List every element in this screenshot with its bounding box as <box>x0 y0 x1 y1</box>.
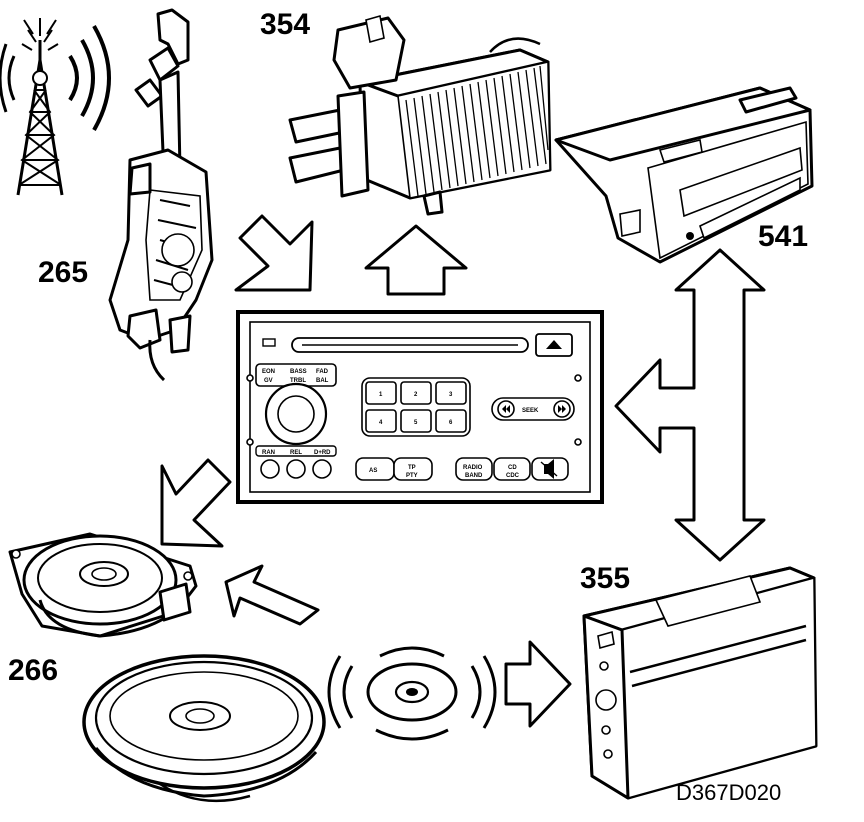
rel-label: REL <box>290 450 302 456</box>
cd-changer-icon <box>582 566 818 800</box>
antenna-tower-icon <box>0 18 111 196</box>
speaker-icon <box>8 532 198 638</box>
gv-lower-label: GV <box>264 378 273 384</box>
oval-speaker-icon <box>82 654 326 803</box>
info-display-icon <box>554 86 814 264</box>
label-541: 541 <box>758 220 808 253</box>
fad-upper-label: FAD <box>316 369 329 375</box>
band-label: BAND <box>465 473 483 479</box>
label-355: 355 <box>580 562 630 595</box>
preset-5-label: 5 <box>414 420 418 426</box>
bass-upper-label: BASS <box>290 369 307 375</box>
cdc-label: CDC <box>506 473 520 479</box>
drawing-code: D367D020 <box>676 780 781 805</box>
trbl-lower-label: TRBL <box>290 378 306 384</box>
seek-label: SEEK <box>522 408 539 414</box>
pty-label: PTY <box>406 473 418 479</box>
ran-label: RAN <box>262 450 275 456</box>
cd-label: CD <box>508 465 517 471</box>
cd-disc-icon <box>327 646 497 741</box>
radio-cd-unit-icon: EON GV BASS TRBL FAD BAL RAN REL D+RD 1 … <box>236 310 604 504</box>
bal-lower-label: BAL <box>316 378 329 384</box>
preset-4-label: 4 <box>379 420 383 426</box>
arrow-icon <box>160 214 766 728</box>
gv-upper-label: EON <box>262 369 275 375</box>
preset-3-label: 3 <box>449 392 453 398</box>
label-265: 265 <box>38 256 88 289</box>
preset-6-label: 6 <box>449 420 453 426</box>
preset-1-label: 1 <box>379 392 383 398</box>
radio-label: RADIO <box>463 465 483 471</box>
telescopic-antenna-icon <box>108 8 214 382</box>
label-354: 354 <box>260 8 310 41</box>
preset-2-label: 2 <box>414 392 418 398</box>
label-266: 266 <box>8 654 58 687</box>
as-label: AS <box>369 468 377 474</box>
tp-label: TP <box>408 465 416 471</box>
amplifier-icon <box>288 14 552 216</box>
drd-label: D+RD <box>314 450 331 456</box>
